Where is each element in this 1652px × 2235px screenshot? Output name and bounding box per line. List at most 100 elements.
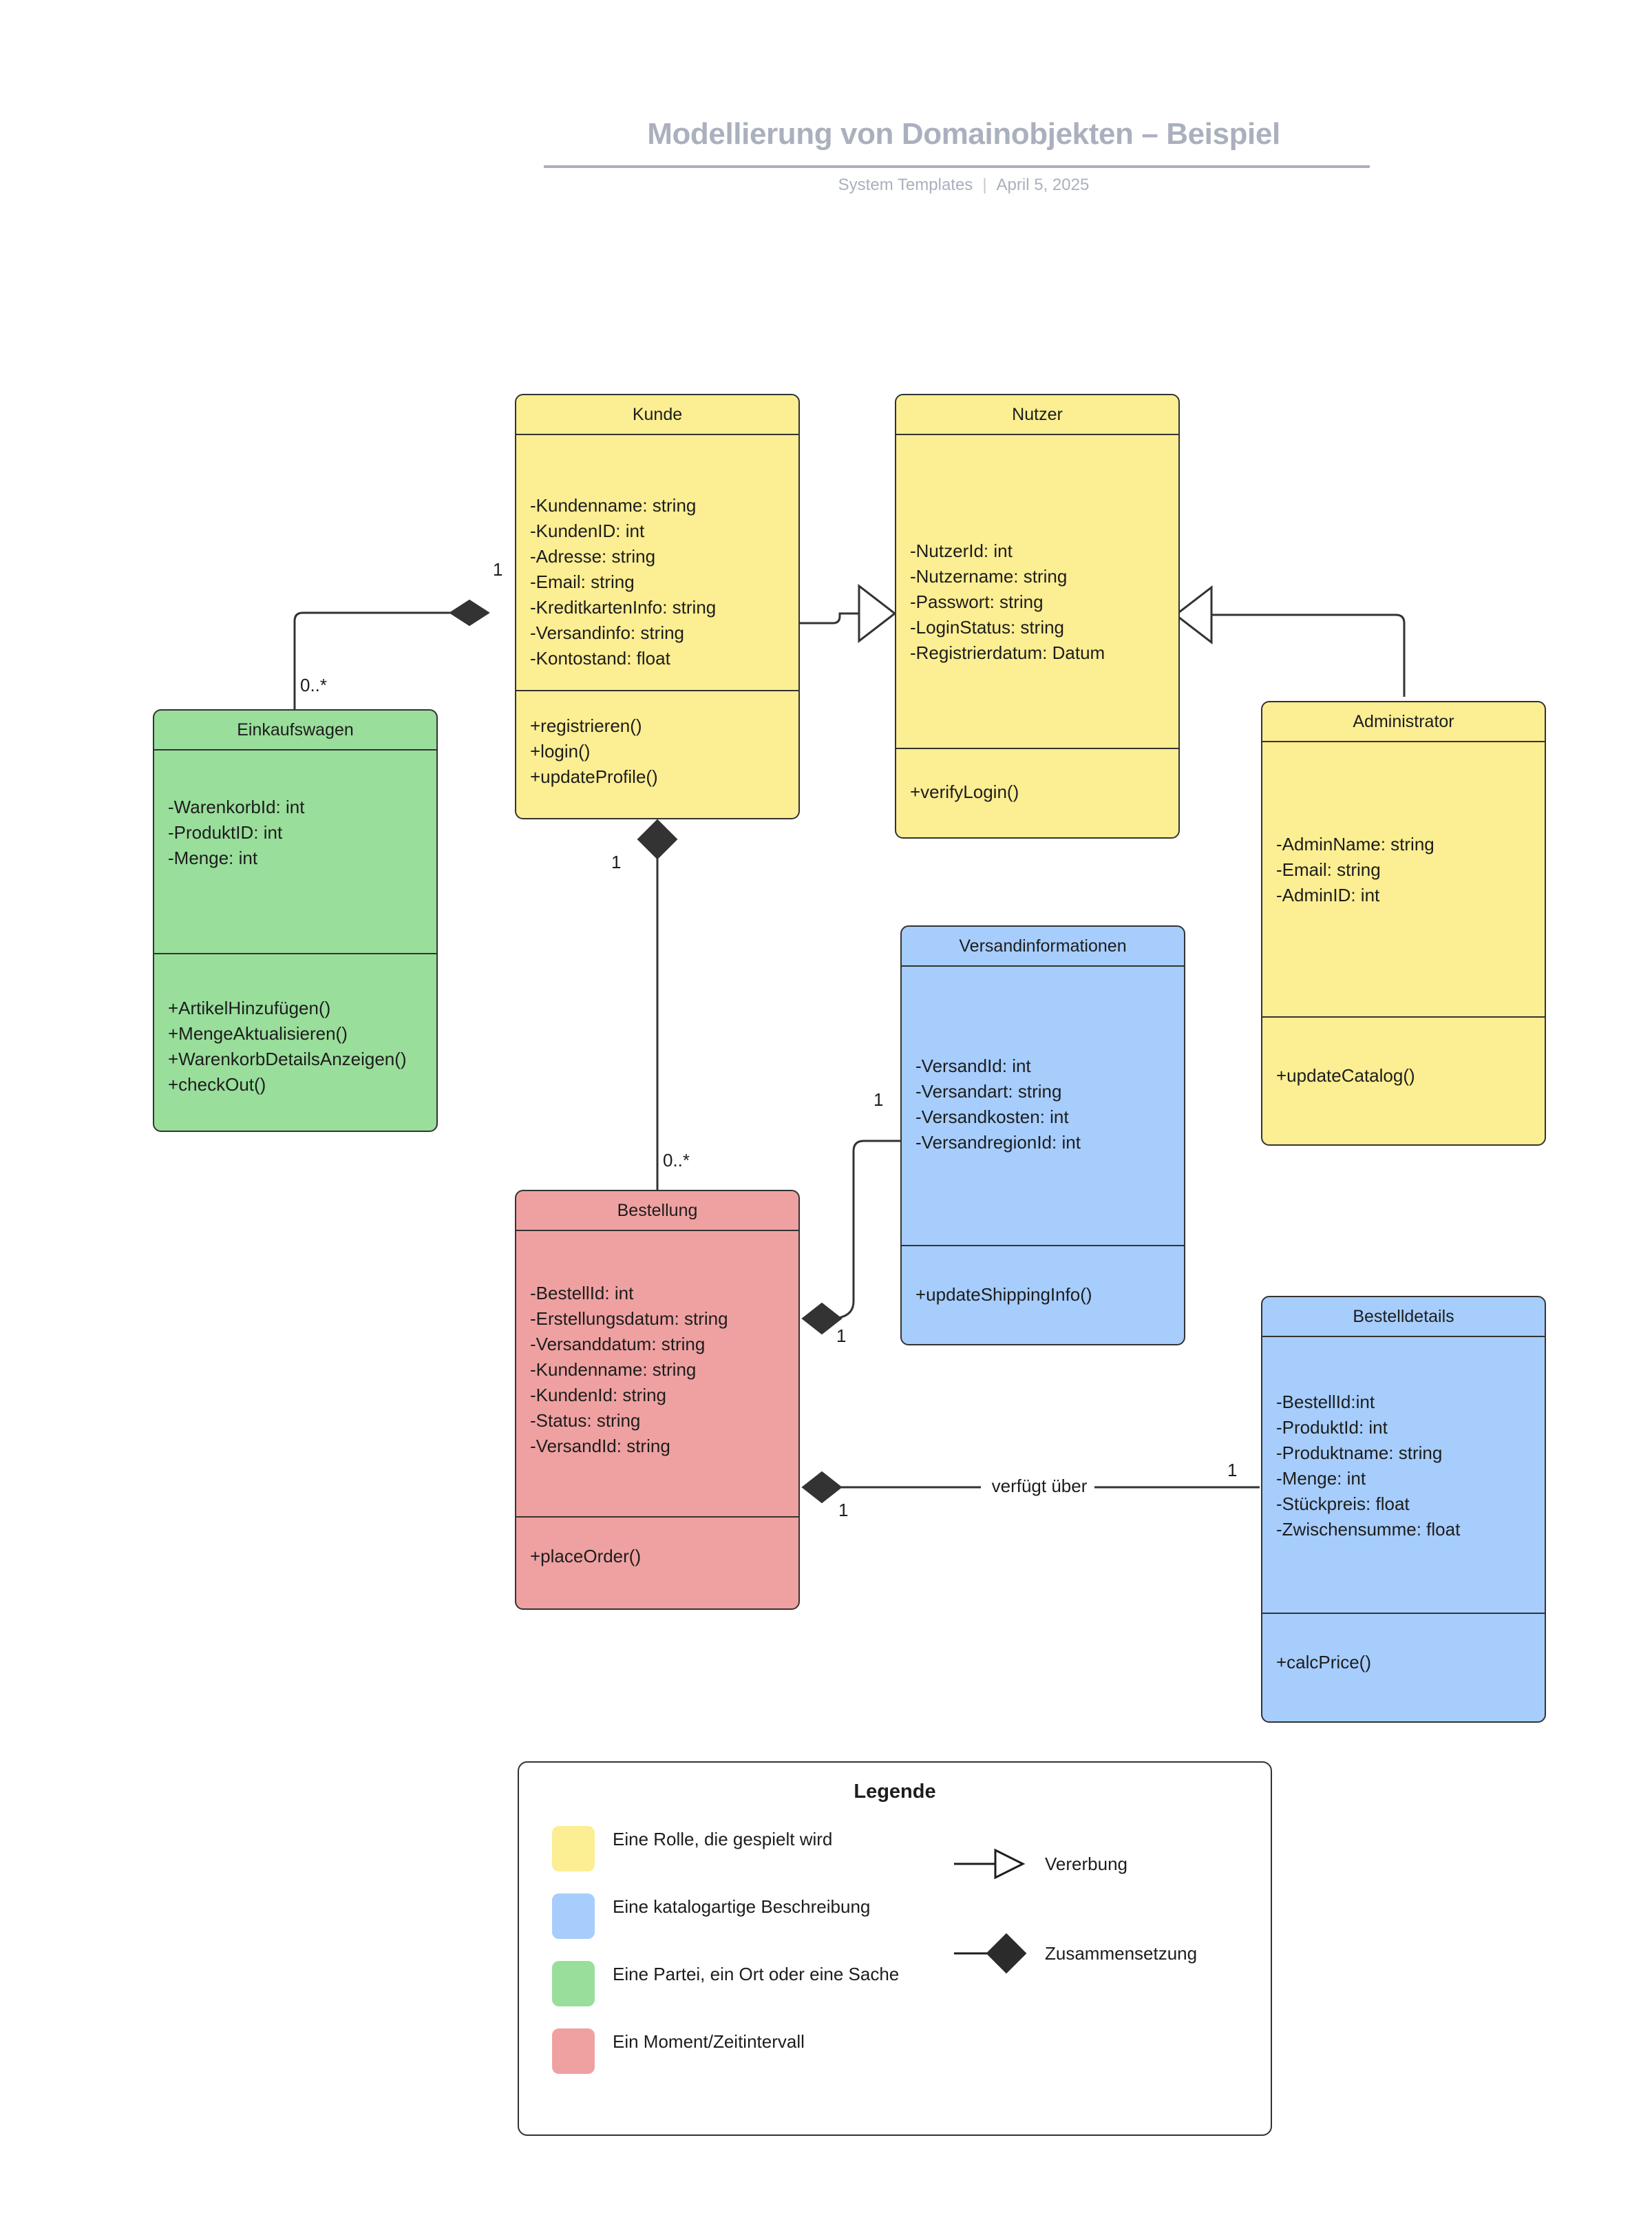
attribute-row: -Adresse: string <box>530 546 656 567</box>
operation-row: +ArtikelHinzufügen() <box>168 998 331 1018</box>
attribute-row: -VersandregionId: int <box>915 1132 1081 1153</box>
attribute-row: -Erstellungsdatum: string <box>530 1308 728 1329</box>
class-box-bestelldetails[interactable]: Bestelldetails -BestellId:int -ProduktId… <box>1261 1296 1546 1723</box>
composition-diamond-kunde-einkaufswagen <box>449 599 490 627</box>
attribute-row: -Kundenname: string <box>530 1359 697 1380</box>
operation-row: +MengeAktualisieren() <box>168 1023 348 1044</box>
legend-item: Vererbung <box>953 1834 1249 1893</box>
legend-label: Eine Partei, ein Ort oder eine Sache <box>613 1964 900 1984</box>
link-label-verfuegt-ueber: verfügt über <box>991 1476 1088 1496</box>
class-attributes-nutzer: -NutzerId: int -Nutzername: string -Pass… <box>896 435 1178 749</box>
operation-row: +updateCatalog() <box>1276 1065 1415 1086</box>
attribute-row: -Versandart: string <box>915 1081 1062 1102</box>
composition-diamond-bestellung-bestelldetails <box>801 1471 843 1504</box>
class-box-einkaufswagen[interactable]: Einkaufswagen -WarenkorbId: int -Produkt… <box>153 709 438 1132</box>
operation-row: +WarenkorbDetailsAnzeigen() <box>168 1049 407 1069</box>
legend-item: Eine Partei, ein Ort oder eine Sache <box>552 1961 938 2011</box>
attribute-row: -Menge: int <box>1276 1468 1366 1489</box>
class-attributes-versandinformationen: -VersandId: int -Versandart: string -Ver… <box>902 967 1184 1246</box>
class-operations-bestelldetails: +calcPrice() <box>1262 1614 1545 1717</box>
attribute-row: -VersandId: int <box>915 1056 1031 1076</box>
attribute-row: -Versanddatum: string <box>530 1334 706 1354</box>
class-name-versandinformationen: Versandinformationen <box>902 927 1184 967</box>
class-attributes-bestelldetails: -BestellId:int -ProduktId: int -Produktn… <box>1262 1337 1545 1614</box>
class-operations-einkaufswagen: +ArtikelHinzufügen() +MengeAktualisieren… <box>154 954 436 1129</box>
legend-swatch-catalog-icon <box>552 1893 595 1939</box>
attribute-row: -NutzerId: int <box>910 541 1013 561</box>
multiplicity-kunde-bestellung-source: 1 <box>611 852 622 872</box>
attribute-row: -Passwort: string <box>910 591 1044 612</box>
multiplicity-bestellung-bestelldetails-target: 1 <box>1227 1460 1238 1480</box>
attribute-row: -Registrierdatum: Datum <box>910 642 1105 663</box>
attribute-row: -Email: string <box>1276 859 1381 880</box>
class-name-kunde: Kunde <box>516 395 798 435</box>
attribute-row: -Nutzername: string <box>910 566 1068 587</box>
operation-row: +updateShippingInfo() <box>915 1284 1092 1305</box>
class-name-nutzer: Nutzer <box>896 395 1178 435</box>
attribute-row: -VersandId: string <box>530 1436 670 1456</box>
class-box-versandinformationen[interactable]: Versandinformationen -VersandId: int -Ve… <box>900 925 1185 1345</box>
multiplicity-kunde-einkaufswagen-target: 0..* <box>300 675 328 695</box>
legend-panel: Legende Eine Rolle, die gespielt wird Ei… <box>518 1761 1272 2136</box>
class-box-bestellung[interactable]: Bestellung -BestellId: int -Erstellungsd… <box>515 1190 800 1610</box>
attribute-row: -Versandinfo: string <box>530 622 685 643</box>
class-attributes-bestellung: -BestellId: int -Erstellungsdatum: strin… <box>516 1231 798 1518</box>
class-box-kunde[interactable]: Kunde -Kundenname: string -KundenID: int… <box>515 394 800 819</box>
composition-diamond-kunde-bestellung <box>637 819 678 860</box>
multiplicity-kunde-bestellung-target: 0..* <box>663 1150 690 1171</box>
attribute-row: -KundenId: string <box>530 1385 667 1405</box>
class-name-einkaufswagen: Einkaufswagen <box>154 711 436 751</box>
attribute-row: -KreditkartenInfo: string <box>530 597 717 618</box>
generalization-arrow-kunde-nutzer <box>858 583 897 644</box>
attribute-row: -Zwischensumme: float <box>1276 1519 1461 1540</box>
multiplicity-bestellung-bestelldetails-source: 1 <box>838 1500 849 1520</box>
operation-row: +calcPrice() <box>1276 1652 1371 1672</box>
class-attributes-einkaufswagen: -WarenkorbId: int -ProduktID: int -Menge… <box>154 751 436 954</box>
legend-label: Ein Moment/Zeitintervall <box>613 2031 805 2052</box>
class-attributes-kunde: -Kundenname: string -KundenID: int -Adre… <box>516 435 798 691</box>
composition-diamond-bestellung-versandinformationen <box>801 1302 843 1335</box>
legend-label: Eine Rolle, die gespielt wird <box>613 1829 833 1849</box>
attribute-row: -ProduktId: int <box>1276 1417 1388 1438</box>
legend-item: Eine Rolle, die gespielt wird <box>552 1826 938 1876</box>
wire-kunde-nutzer <box>800 612 859 625</box>
attribute-row: -LoginStatus: string <box>910 617 1065 638</box>
class-operations-bestellung: +placeOrder() <box>516 1518 798 1602</box>
title-divider <box>544 165 1370 168</box>
operation-row: +checkOut() <box>168 1074 266 1095</box>
legend-item: Ein Moment/Zeitintervall <box>552 2028 938 2078</box>
wire-kunde-einkaufswagen <box>293 611 468 709</box>
multiplicity-bestellung-versandinformationen-target: 1 <box>873 1089 884 1110</box>
wire-bestellung-versandinformationen <box>829 1140 900 1320</box>
attribute-row: -Produktname: string <box>1276 1442 1443 1463</box>
legend-swatch-moment-icon <box>552 2028 595 2074</box>
attribute-row: -Kundenname: string <box>530 495 697 516</box>
legend-item: Eine katalogartige Beschreibung <box>552 1893 938 1943</box>
legend-item: Zusammensetzung <box>953 1924 1249 1983</box>
legend-swatch-party-icon <box>552 1961 595 2006</box>
attribute-row: -Email: string <box>530 571 635 592</box>
attribute-row: -KundenID: int <box>530 521 645 541</box>
page-title: Modellierung von Domainobjekten – Beispi… <box>647 117 1280 151</box>
attribute-row: -Status: string <box>530 1410 641 1431</box>
class-operations-administrator: +updateCatalog() <box>1262 1018 1545 1142</box>
attribute-row: -BestellId:int <box>1276 1392 1375 1412</box>
legend-color-items: Eine Rolle, die gespielt wird Eine katal… <box>552 1826 938 2096</box>
class-box-nutzer[interactable]: Nutzer -NutzerId: int -Nutzername: strin… <box>895 394 1180 839</box>
operation-row: +updateProfile() <box>530 766 658 787</box>
legend-label: Eine katalogartige Beschreibung <box>613 1896 871 1917</box>
composition-diamond-icon <box>953 1933 1030 1974</box>
class-name-bestellung: Bestellung <box>516 1191 798 1231</box>
wire-administrator-nutzer <box>1211 613 1406 697</box>
subtitle-source: System Templates <box>838 176 973 194</box>
attribute-row: -Stückpreis: float <box>1276 1493 1410 1514</box>
attribute-row: -Menge: int <box>168 848 258 868</box>
class-operations-nutzer: +verifyLogin() <box>896 749 1178 835</box>
attribute-row: -Versandkosten: int <box>915 1106 1069 1127</box>
class-box-administrator[interactable]: Administrator -AdminName: string -Email:… <box>1261 701 1546 1146</box>
multiplicity-bestellung-versandinformationen-source: 1 <box>836 1325 847 1346</box>
legend-swatch-role-icon <box>552 1826 595 1871</box>
generalization-arrow-administrator-nutzer <box>1174 585 1213 645</box>
multiplicity-kunde-einkaufswagen-source: 1 <box>493 559 503 580</box>
